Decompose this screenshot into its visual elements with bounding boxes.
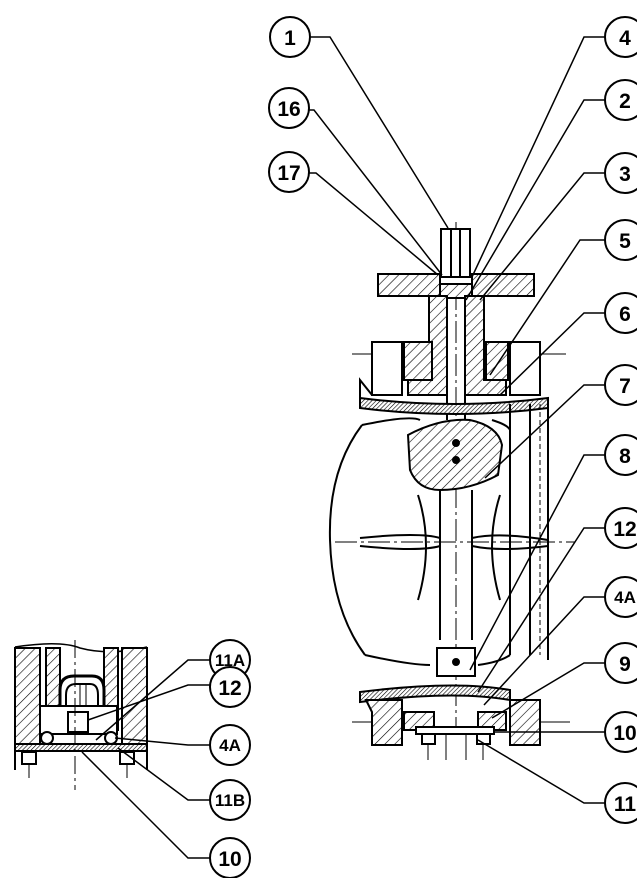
detail-callout-4a: 4A — [219, 736, 241, 755]
leader-lines-detail — [81, 659, 210, 859]
callout-8: 8 — [619, 445, 631, 468]
callout-1: 1 — [284, 27, 296, 50]
detail-view — [14, 639, 251, 878]
callout-3: 3 — [619, 163, 631, 186]
callout-circles-detail — [209, 639, 251, 878]
stem-top — [437, 228, 474, 299]
upper-seat — [359, 396, 549, 415]
detail-callout-10: 10 — [218, 848, 241, 871]
callout-12: 12 — [613, 518, 636, 541]
callout-9: 9 — [619, 653, 631, 676]
callout-17: 17 — [277, 162, 300, 185]
valve-body — [359, 377, 549, 660]
callout-10: 10 — [613, 722, 636, 745]
main-valve-view — [268, 16, 637, 824]
callout-11: 11 — [614, 793, 637, 816]
callout-7: 7 — [619, 375, 631, 398]
body-lugs-top — [352, 341, 566, 396]
callout-6: 6 — [619, 303, 631, 326]
detail-callout-12: 12 — [218, 677, 241, 700]
stem-pins — [452, 439, 460, 666]
callout-4: 4 — [619, 27, 631, 50]
bottom-cover — [415, 726, 495, 760]
callout-16: 16 — [277, 98, 300, 121]
callout-labels-main: 1 16 17 4 2 3 5 6 7 8 12 4A 9 10 11 — [277, 27, 636, 816]
callout-circles-main — [268, 16, 637, 824]
callout-5: 5 — [619, 230, 631, 253]
disc — [328, 417, 575, 677]
detail-callout-11a: 11A — [215, 651, 245, 670]
body-lugs-bottom — [352, 699, 570, 746]
detail-callout-11b: 11B — [215, 791, 245, 810]
callout-labels-detail: 11A 12 4A 11B 10 — [215, 651, 245, 871]
stem-shaft — [446, 296, 466, 420]
callout-2: 2 — [619, 90, 631, 113]
leader-lines-main — [292, 36, 607, 804]
callout-4a: 4A — [614, 588, 636, 607]
